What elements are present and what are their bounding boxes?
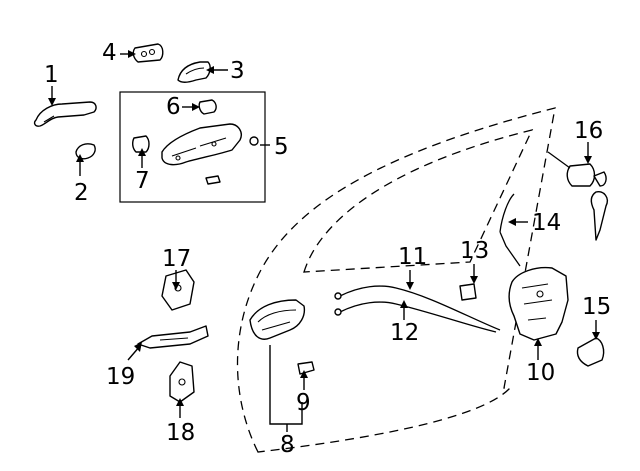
inside-handle-part: [249, 299, 306, 340]
striker-part: [576, 337, 605, 367]
callout-8: 8: [280, 432, 295, 458]
callout-18: 18: [166, 420, 195, 446]
callout-13: 13: [460, 238, 489, 264]
handle-clip-part: [297, 361, 315, 375]
callout-15: 15: [582, 294, 611, 320]
outside-handle-part: [33, 101, 97, 127]
handle-bezel-part: [177, 61, 211, 83]
callout-3: 3: [230, 58, 245, 84]
door-check-part: [137, 325, 209, 349]
callout-7: 7: [135, 168, 150, 194]
callout-17: 17: [162, 246, 191, 272]
inset-box: [119, 91, 266, 203]
door-outline: [236, 107, 556, 453]
callout-10: 10: [526, 360, 555, 386]
callout-5: 5: [274, 134, 289, 160]
lower-hinge-part: [169, 361, 195, 403]
grommet-part: [131, 135, 150, 153]
handle-frame-part: [161, 123, 242, 166]
pad-part: [132, 43, 164, 63]
callout-4: 4: [102, 40, 117, 66]
callout-2: 2: [74, 180, 89, 206]
bolt-part: [205, 175, 221, 185]
screw-part: [249, 136, 259, 146]
callout-11: 11: [398, 244, 427, 270]
cap-part: [198, 99, 217, 115]
callout-19: 19: [106, 364, 135, 390]
upper-hinge-part: [161, 269, 195, 311]
callout-1: 1: [44, 62, 59, 88]
lock-cables: [334, 285, 501, 333]
callout-14: 14: [532, 210, 561, 236]
callout-9: 9: [296, 390, 311, 416]
bracket-part: [459, 283, 477, 301]
callout-12: 12: [390, 320, 419, 346]
callout-16: 16: [574, 118, 603, 144]
callout-6: 6: [166, 94, 181, 120]
leader-lines: [48, 50, 600, 432]
door-lock-part: [508, 266, 569, 341]
lock-rod-part: [499, 193, 521, 267]
callout-labels: 1 2 3 4 5 6 7 8 9 10 11 12 13 14 15 16 1…: [44, 40, 611, 458]
lock-cylinder-part: [547, 151, 608, 241]
